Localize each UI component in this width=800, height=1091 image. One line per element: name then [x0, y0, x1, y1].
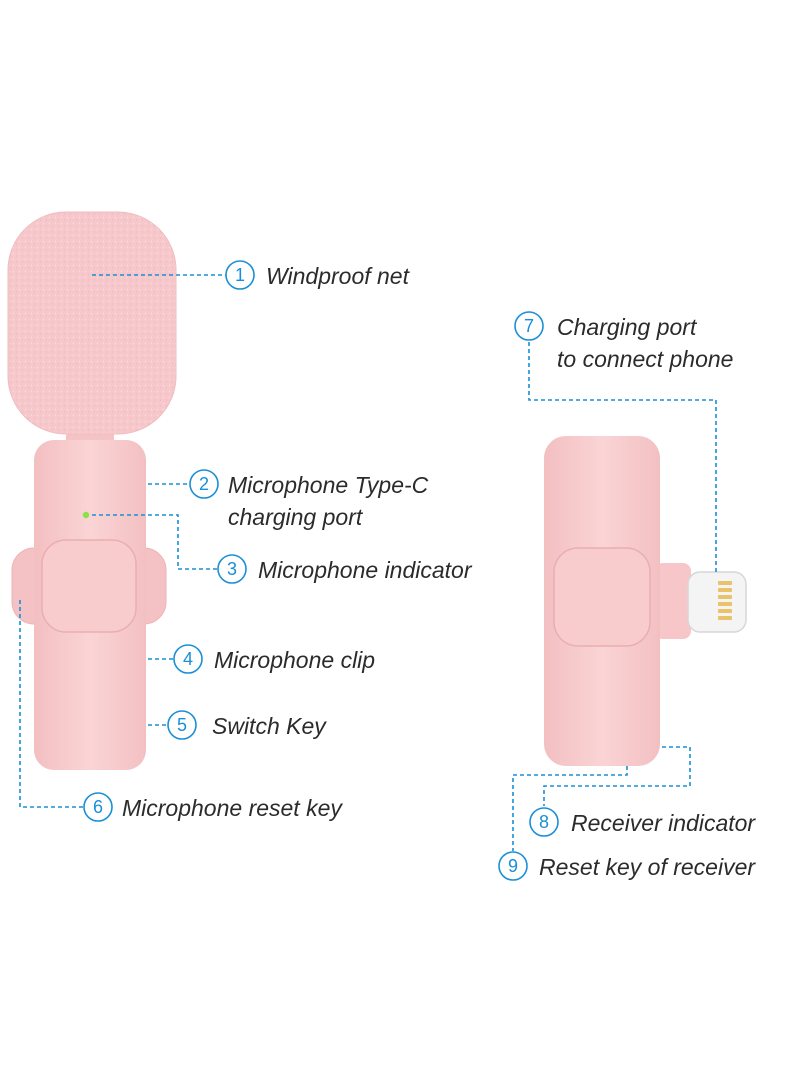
callout-number-8: 8: [539, 812, 549, 832]
label-microphone-clip: Microphone clip: [214, 647, 375, 673]
label-type-c-port-line2: charging port: [228, 504, 364, 530]
leader-6: [19, 600, 84, 808]
lightning-contacts: [718, 581, 732, 620]
microphone-switch-key: [41, 539, 137, 633]
receiver-button: [553, 547, 651, 647]
leader-9: [512, 766, 628, 851]
label-type-c-port-line1: Microphone Type-C: [228, 472, 429, 498]
callout-number-3: 3: [227, 559, 237, 579]
label-microphone-indicator: Microphone indicator: [258, 557, 473, 583]
microphone: [7, 211, 177, 770]
lightning-plug-base: [655, 563, 691, 639]
callout-number-6: 6: [93, 797, 103, 817]
callout-number-7: 7: [524, 316, 534, 336]
callout-number-9: 9: [508, 856, 518, 876]
callout-number-2: 2: [199, 474, 209, 494]
label-microphone-reset-key: Microphone reset key: [122, 795, 343, 821]
label-charging-port-line1: Charging port: [557, 314, 698, 340]
label-charging-port-line2: to connect phone: [557, 346, 733, 372]
label-windproof-net: Windproof net: [266, 263, 411, 289]
callout-number-4: 4: [183, 649, 193, 669]
leader-7: [528, 342, 717, 574]
label-switch-key: Switch Key: [212, 713, 327, 739]
microphone-indicator-led: [82, 511, 90, 519]
receiver: [544, 436, 747, 766]
windproof-net: [7, 211, 177, 435]
label-receiver-indicator: Receiver indicator: [571, 810, 756, 836]
leader-8: [543, 746, 691, 806]
callout-number-1: 1: [235, 265, 245, 285]
callout-number-5: 5: [177, 715, 187, 735]
lightning-plug: [687, 571, 747, 633]
leader-3: [92, 514, 218, 570]
leader-lines: [19, 274, 717, 851]
callout-labels: Windproof net Microphone Type-C charging…: [122, 263, 756, 880]
label-reset-key-receiver: Reset key of receiver: [539, 854, 756, 880]
callout-numbers: 1 2 3 4 5 6 7 8 9: [83, 260, 559, 881]
